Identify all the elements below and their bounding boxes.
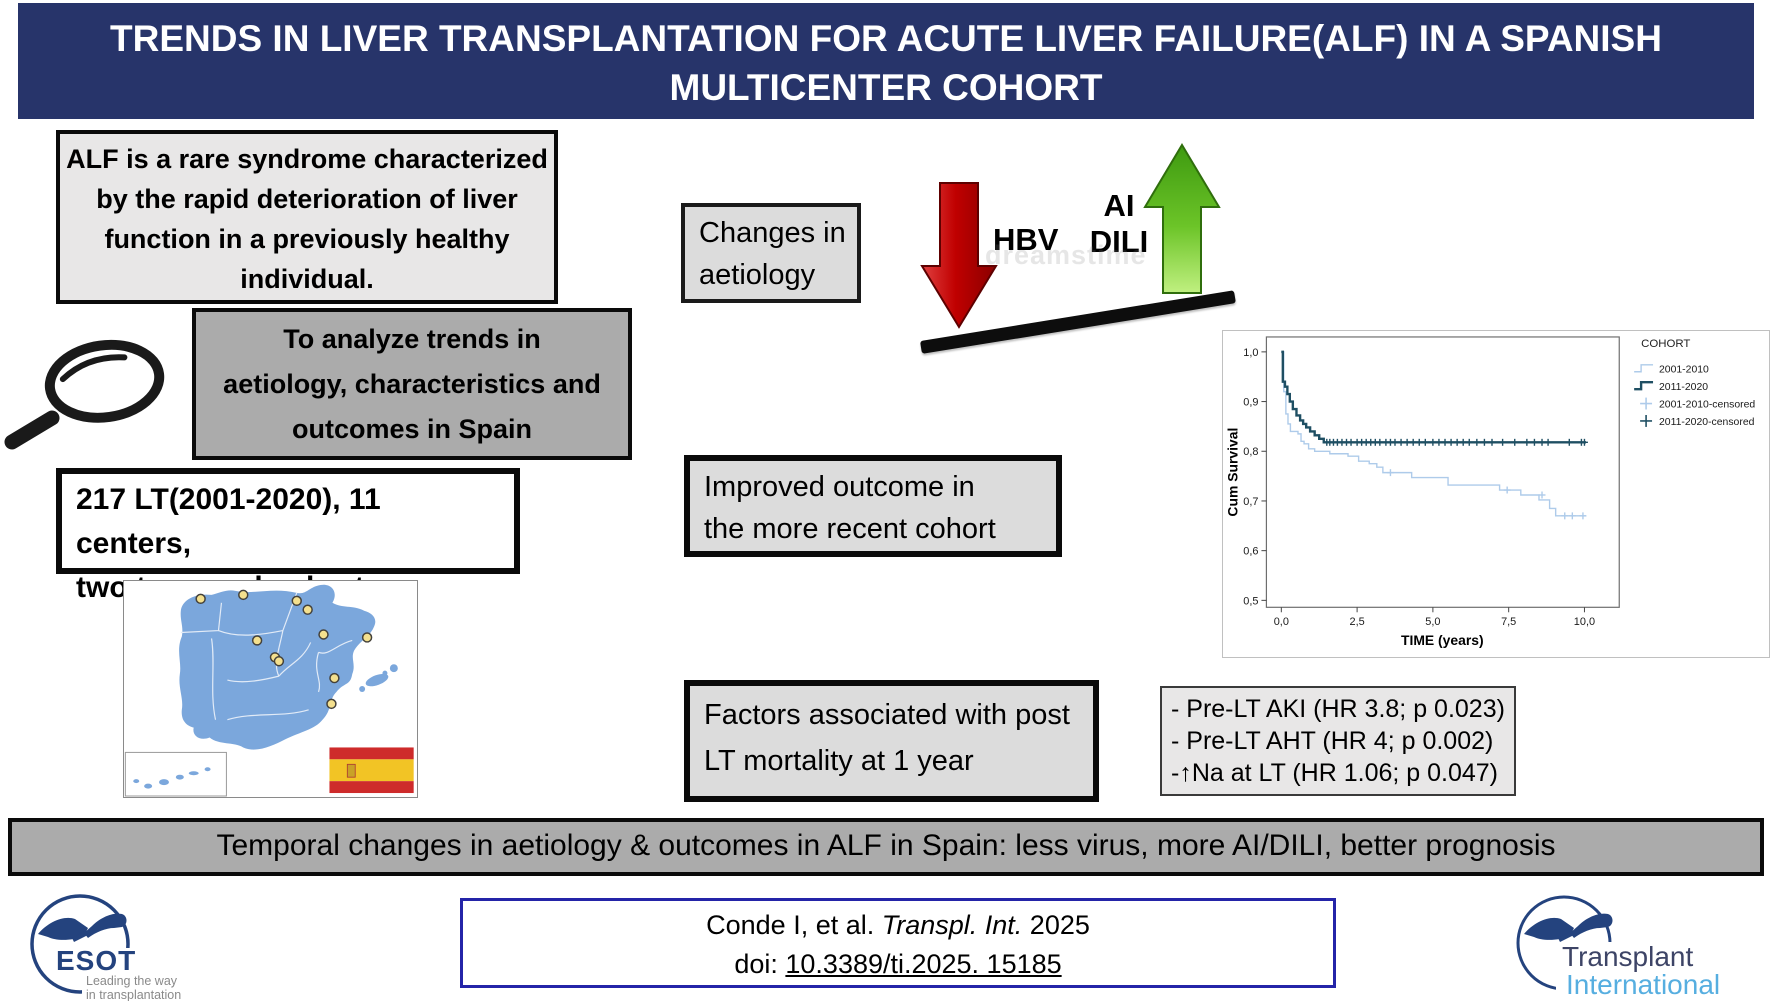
svg-text:0,9: 0,9 — [1243, 397, 1258, 409]
esot-logo: ESOT Leading the way in transplantation — [30, 894, 212, 1001]
poster-title: TRENDS IN LIVER TRANSPLANTATION FOR ACUT… — [18, 3, 1754, 119]
conclusion-banner: Temporal changes in aetiology & outcomes… — [8, 818, 1764, 876]
hands-icon — [1524, 913, 1613, 942]
changes-line: Changes in — [699, 217, 846, 249]
ti-wordmark-1: Transplant — [1562, 941, 1693, 972]
hands-icon — [38, 913, 127, 942]
spain-flag — [329, 747, 414, 794]
improved-outcome-box: Improved outcome in the more recent coho… — [684, 455, 1062, 557]
factor-item: -↑Na at LT (HR 1.06; p 0.047) — [1171, 759, 1499, 787]
alf-definition-line: ALF is a rare syndrome characterized — [66, 144, 548, 174]
ai-dili-label: AI DILI — [1080, 188, 1158, 260]
factors-line: LT mortality at 1 year — [704, 745, 974, 777]
doi-label: doi: — [734, 949, 786, 979]
objective-box: To analyze trends in aetiology, characte… — [192, 308, 632, 460]
red-down-arrow-icon — [920, 182, 998, 329]
map-markers — [195, 589, 373, 710]
svg-text:1,0: 1,0 — [1243, 347, 1258, 359]
hbv-label: HBV — [993, 222, 1059, 257]
citation-authors: Conde I, et al. — [706, 910, 882, 940]
svg-text:0,7: 0,7 — [1243, 496, 1258, 508]
cohort-box: 217 LT(2001-2020), 11 centers, two tempo… — [56, 468, 520, 604]
magnifier-icon — [4, 339, 165, 450]
svg-text:COHORT: COHORT — [1641, 338, 1690, 350]
iberia-shape — [179, 584, 376, 750]
esot-text-bg — [53, 948, 138, 974]
watermark-text: dreamstime — [985, 240, 1147, 270]
svg-text:2001-2010-censored: 2001-2010-censored — [1659, 400, 1755, 411]
objective-line: To analyze trends in — [283, 324, 541, 354]
svg-text:7,5: 7,5 — [1501, 616, 1516, 628]
dili-label: DILI — [1089, 224, 1149, 259]
svg-text:10,0: 10,0 — [1574, 616, 1595, 628]
balearic-islands — [359, 664, 398, 692]
citation-journal: Transpl. Int. — [881, 910, 1023, 940]
factor-item: - Pre-LT AKI (HR 3.8; p 0.023) — [1171, 695, 1505, 723]
svg-text:0,5: 0,5 — [1243, 595, 1258, 607]
ai-label: AI — [1103, 188, 1135, 223]
green-up-arrow-icon — [1143, 143, 1221, 294]
spain-map-panel — [123, 580, 418, 798]
svg-text:2011-2020-censored: 2011-2020-censored — [1659, 417, 1755, 428]
objective-line: outcomes in Spain — [291, 414, 533, 444]
ti-text-bg — [1556, 942, 1770, 1000]
svg-text:0,6: 0,6 — [1243, 546, 1258, 558]
canary-islands-inset — [124, 751, 227, 797]
alf-definition-line: function in a previously healthy — [104, 224, 510, 254]
spain-map — [124, 584, 414, 797]
esot-tagline-2: in transplantation — [86, 988, 181, 1001]
esot-tagline-1: Leading the way — [86, 974, 178, 988]
poster-title-line1: TRENDS IN LIVER TRANSPLANTATION FOR ACUT… — [110, 18, 1662, 59]
svg-text:2001-2010: 2001-2010 — [1659, 365, 1709, 376]
changes-aetiology-box: Changes in aetiology — [681, 203, 861, 303]
esot-circle — [30, 894, 130, 994]
region-borders — [180, 592, 353, 721]
outcome-line: the more recent cohort — [704, 513, 996, 545]
alf-definition-box: ALF is a rare syndrome characterized by … — [56, 130, 558, 304]
factors-line: Factors associated with post — [704, 699, 1070, 731]
svg-text:2,5: 2,5 — [1350, 616, 1365, 628]
svg-text:5,0: 5,0 — [1425, 616, 1440, 628]
svg-text:0,0: 0,0 — [1274, 616, 1289, 628]
esot-tagline-bg — [82, 974, 212, 1001]
svg-text:Cum Survival: Cum Survival — [1225, 428, 1241, 517]
cohort-line: 217 LT(2001-2020), 11 centers, — [76, 483, 381, 560]
citation-line2: doi: 10.3389/ti.2025. 15185 — [463, 945, 1333, 984]
factor-item: - Pre-LT AHT (HR 4; p 0.002) — [1171, 727, 1494, 755]
mortality-factors-box: Factors associated with post LT mortalit… — [684, 680, 1099, 802]
ti-wordmark-2: International — [1566, 969, 1720, 1000]
transplant-international-logo: Transplant International — [1516, 895, 1770, 1000]
alf-definition-line: individual. — [240, 264, 374, 294]
esot-wordmark: ESOT — [56, 945, 136, 976]
svg-text:0,8: 0,8 — [1243, 446, 1258, 458]
svg-text:2011-2020: 2011-2020 — [1659, 382, 1708, 393]
alf-definition-line: by the rapid deterioration of liver — [96, 184, 518, 214]
svg-text:TIME (years): TIME (years) — [1401, 632, 1484, 648]
changes-line: aetiology — [699, 259, 816, 291]
citation-box: Conde I, et al. Transpl. Int. 2025 doi: … — [460, 898, 1336, 988]
factors-list-box: - Pre-LT AKI (HR 3.8; p 0.023) - Pre-LT … — [1160, 686, 1516, 796]
poster-title-line2: MULTICENTER COHORT — [669, 67, 1103, 108]
doi-link[interactable]: 10.3389/ti.2025. 15185 — [785, 949, 1062, 979]
outcome-line: Improved outcome in — [704, 471, 975, 503]
objective-line: aetiology, characteristics and — [223, 369, 601, 399]
citation-year: 2025 — [1022, 910, 1090, 940]
citation-line1: Conde I, et al. Transpl. Int. 2025 — [463, 906, 1333, 945]
